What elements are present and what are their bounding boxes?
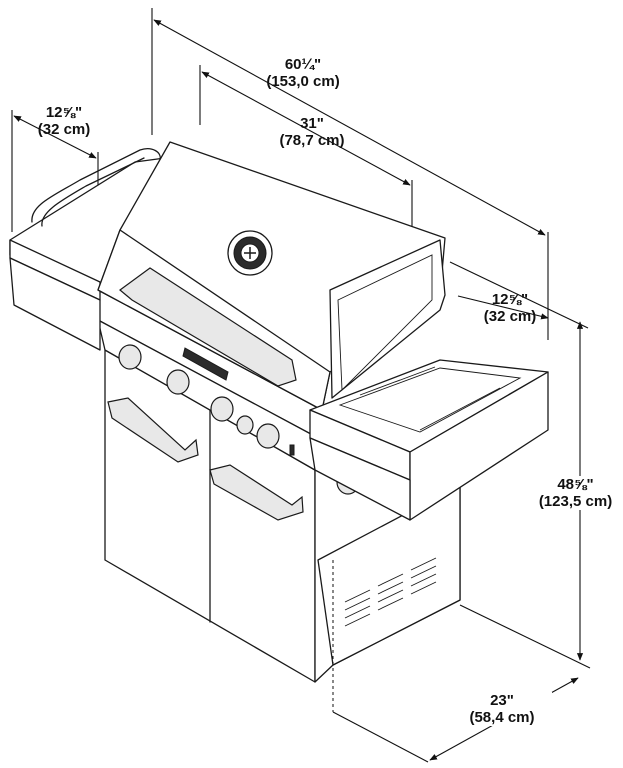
- right-shelf-imperial: 12⅝": [491, 291, 529, 308]
- height-label: 48⅝" (123,5 cm): [528, 476, 623, 510]
- overall-width-label: 60¼" (153,0 cm): [248, 56, 358, 90]
- brand-plate: [182, 347, 229, 381]
- left-shelf-label: 12⅝" (32 cm): [24, 104, 104, 138]
- dimension-lines: [11, 8, 591, 763]
- left-shelf-imperial: 12⅝": [45, 104, 83, 121]
- left-door-handle: [107, 397, 199, 463]
- lid-width-label: 31" (78,7 cm): [262, 115, 362, 149]
- right-shelf-label: 12⅝" (32 cm): [470, 291, 550, 325]
- left-shelf-metric: (32 cm): [37, 121, 91, 138]
- depth-imperial: 23": [490, 692, 514, 709]
- control-panel: [97, 289, 360, 495]
- height-imperial: 48⅝": [557, 476, 594, 493]
- right-shelf-metric: (32 cm): [483, 308, 537, 325]
- grill-lid: [97, 141, 446, 411]
- side-vents: [344, 557, 437, 627]
- right-side-burner: [309, 359, 549, 521]
- lid-width-imperial: 31": [300, 115, 324, 132]
- overall-width-metric: (153,0 cm): [266, 73, 340, 90]
- lid-width-metric: (78,7 cm): [279, 132, 345, 149]
- cart-cabinet: [104, 349, 461, 683]
- height-metric: (123,5 cm): [538, 493, 613, 510]
- depth-label: 23" (58,4 cm): [452, 692, 552, 726]
- left-side-shelf: [9, 148, 166, 351]
- right-door-handle: [209, 464, 304, 521]
- lid-handle: [119, 267, 297, 387]
- depth-metric: (58,4 cm): [469, 709, 535, 726]
- overall-width-imperial: 60¼": [284, 56, 322, 73]
